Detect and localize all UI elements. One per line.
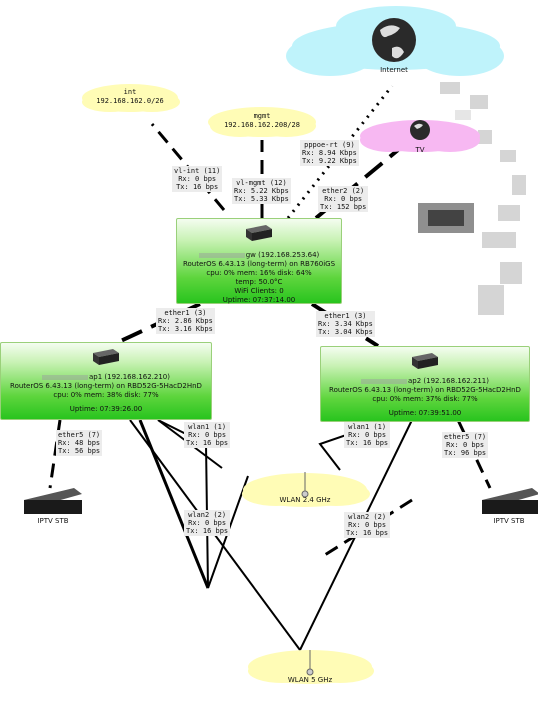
gw-uptime: Uptime: 07:37:14.00: [222, 296, 296, 304]
ap2-device-node[interactable]: ap2 (192.168.162.211) RouterOS 6.43.13 (…: [320, 346, 530, 422]
antenna-icon-5: [306, 650, 314, 676]
link-ap1-wlan5b: [138, 419, 210, 589]
pixel-artifact: [440, 82, 526, 315]
ap2-stats: cpu: 0% mem: 37% disk: 77%: [372, 395, 478, 403]
gw-temp: temp: 50.0°C: [235, 278, 283, 286]
router-icon: [412, 353, 438, 369]
ap1-device-node[interactable]: ap1 (192.168.162.210) RouterOS 6.43.13 (…: [0, 342, 212, 420]
wlan5-label: WLAN 5 GHz: [287, 676, 333, 684]
gw-device-node[interactable]: gw (192.168.253.64) RouterOS 6.43.13 (lo…: [176, 218, 342, 304]
mgmt-cloud: [208, 107, 316, 137]
tv-label: TV: [415, 146, 425, 154]
ap2-uptime: Uptime: 07:39:51.00: [388, 409, 462, 417]
mgmt-subnet: 192.168.162.208/28: [224, 121, 300, 129]
pixel-artifact-dark: [418, 203, 474, 233]
router-icon: [93, 349, 119, 365]
set-top-box-icon-left: [24, 488, 82, 514]
iptv-stb-right-label: IPTV STB: [493, 517, 525, 525]
ap1-os: RouterOS 6.43.13 (long-term) on RBD52G-5…: [10, 382, 202, 390]
ap2-os: RouterOS 6.43.13 (long-term) on RBD52G-5…: [329, 386, 521, 394]
gw-title: gw (192.168.253.64): [177, 251, 341, 260]
antenna-icon-24: [301, 472, 309, 498]
int-label: int 192.168.162.0/26: [88, 88, 172, 106]
gw-stats: cpu: 0% mem: 16% disk: 64%: [206, 269, 312, 277]
int-subnet: 192.168.162.0/26: [96, 97, 164, 105]
iptv-stb-left-label: IPTV STB: [37, 517, 69, 525]
ap1-stats: cpu: 0% mem: 38% disk: 77%: [53, 391, 159, 399]
mgmt-label: mgmt 192.168.162.208/28: [212, 112, 312, 130]
globe-icon: [372, 18, 416, 62]
router-icon: [246, 225, 272, 241]
ap2-title: ap2 (192.168.162.211): [321, 377, 529, 386]
mgmt-name: mgmt: [253, 112, 271, 120]
ap1-uptime: Uptime: 07:39:26.00: [69, 405, 143, 413]
int-cloud: [82, 84, 180, 112]
link-ap2-stb: [456, 419, 492, 489]
set-top-box-icon-right: [482, 488, 538, 514]
internet-label: Internet: [380, 66, 408, 74]
wlan24-label: WLAN 2.4 GHz: [279, 496, 331, 504]
gw-os: RouterOS 6.43.13 (long-term) on RB760iGS: [182, 260, 336, 268]
tv-globe-icon: [410, 120, 430, 140]
gw-wifi: WiFi Clients: 0: [234, 287, 284, 295]
ap1-title: ap1 (192.168.162.210): [1, 373, 211, 382]
int-name: int: [123, 88, 137, 96]
